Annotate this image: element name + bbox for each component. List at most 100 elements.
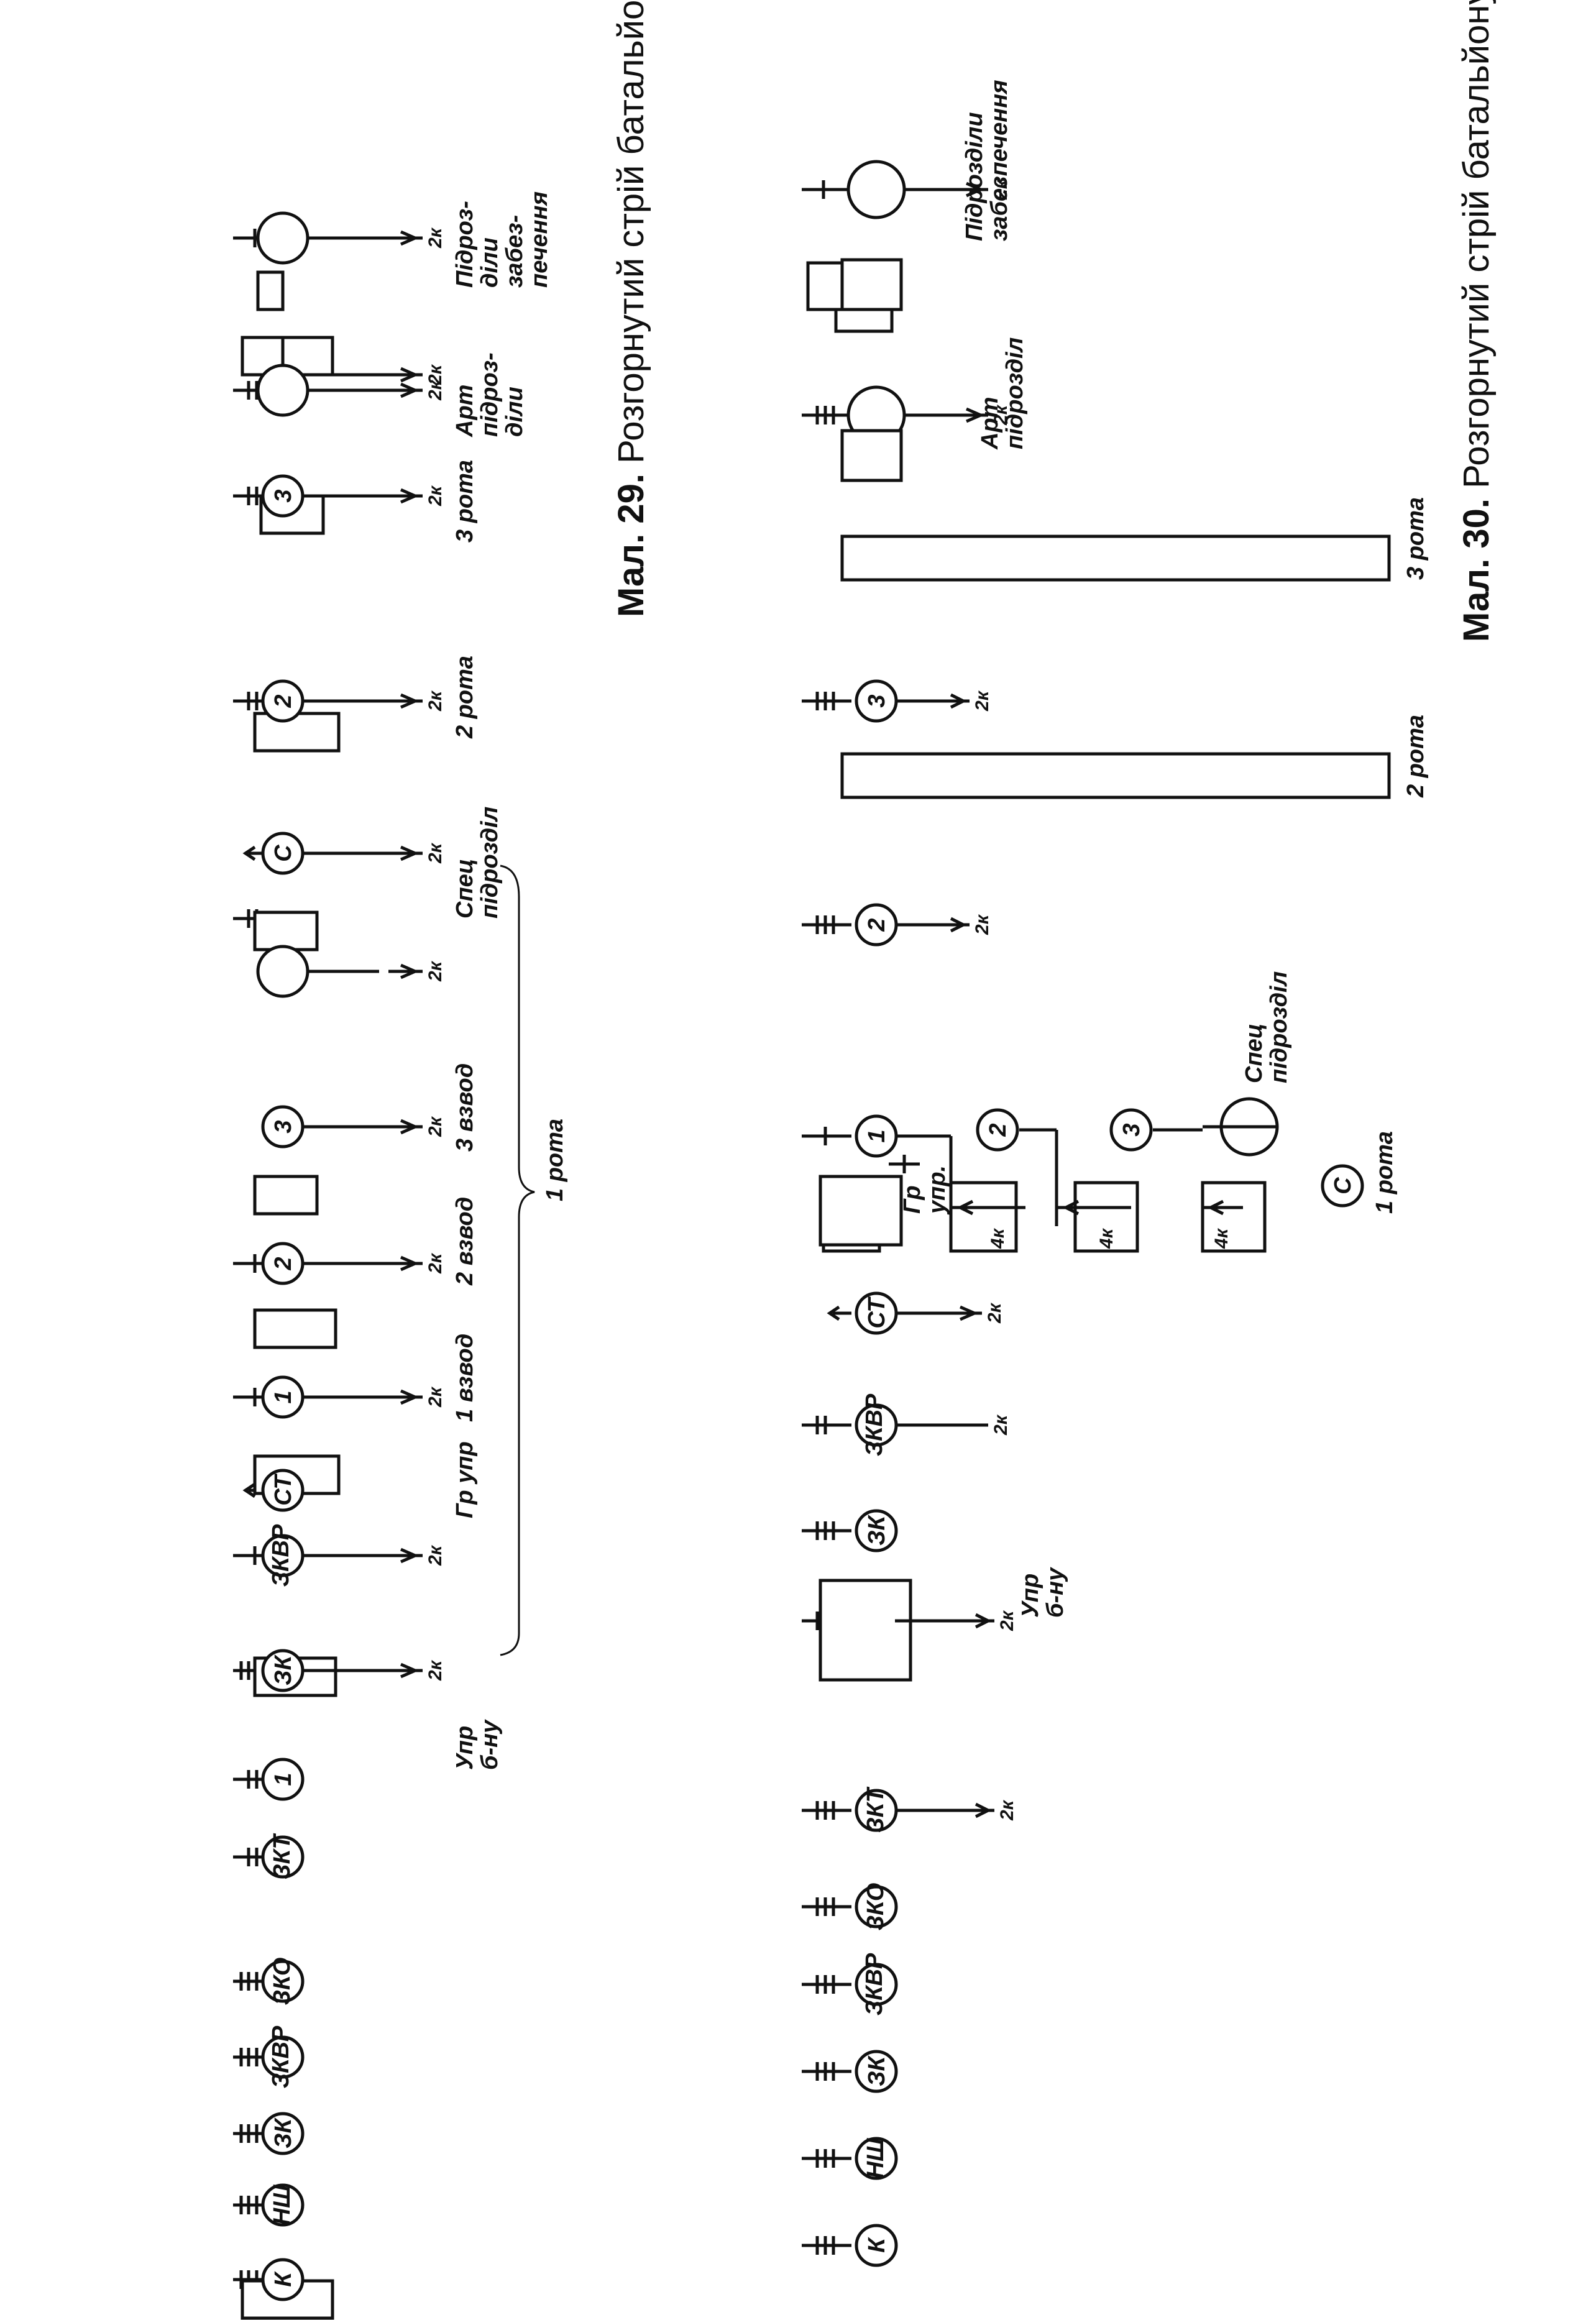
label-30-rota1: 1 рота: [1372, 1131, 1398, 1214]
svg-text:2: 2: [864, 918, 890, 932]
circle-30-zkvr2: ЗКВР: [855, 1953, 898, 2015]
svg-text:ЗК: ЗК: [270, 2117, 296, 2148]
label-30-rota3: 3 рота: [1403, 497, 1429, 580]
circle-29-v1: 1: [261, 1375, 305, 1419]
svg-text:2к: 2к: [997, 1799, 1017, 1821]
label-30-gr: Гр упр.: [899, 1165, 950, 1215]
circle-30-1: 1: [855, 1114, 898, 1158]
label-29-rota1: 1 рота: [542, 1119, 568, 1201]
svg-text:ЗКВР: ЗКВР: [861, 1393, 887, 1456]
hooks-30: [895, 188, 1277, 1812]
label-30-pidrozdily: Підрозділи забезпечення: [961, 80, 1012, 241]
circle-29-k: К: [261, 2258, 305, 2301]
label-30-spec: Спец підрозділ: [1241, 971, 1292, 1083]
svg-text:3: 3: [864, 694, 890, 707]
svg-text:ЗКТ: ЗКТ: [863, 1786, 889, 1832]
circle-29-zk2: ЗК: [261, 2112, 305, 2155]
circle-29-nsh: НШ: [261, 2183, 305, 2227]
label-29-rota3: 3 рота: [452, 460, 478, 543]
svg-text:С: С: [270, 845, 296, 862]
svg-text:4к: 4к: [1211, 1227, 1232, 1249]
circle-30-zkvr: ЗКВР: [855, 1393, 898, 1456]
circle-29-3rota: 3: [261, 474, 305, 518]
unit-labels-30: Підрозділи забезпечення Арт підрозділ 3 …: [899, 80, 1429, 1618]
circle-29-v2: 2: [261, 1242, 305, 1285]
circle-29-zkt: ЗКТ: [261, 1833, 305, 1879]
circles-29: 3 2 С 3 2 1 СТ ЗКВР ЗК 1 ЗКТ ЗКО ЗКВР ЗК…: [256, 211, 310, 2301]
svg-text:2к: 2к: [425, 379, 446, 401]
label-30-rota2: 2 рота: [1403, 715, 1429, 798]
label-30-upr: Упр б-ну: [1017, 1567, 1068, 1618]
circle-29-zkvr2: ЗКВР: [261, 2025, 305, 2088]
label-29-grupr: Гр упр: [452, 1441, 478, 1518]
label-29-vzvod3: 3 взвод: [452, 1063, 478, 1152]
circle-30-zkt: ЗКТ: [855, 1786, 898, 1833]
circle-29-s: С: [261, 832, 305, 875]
svg-text:1: 1: [864, 1129, 890, 1142]
rotated-page: 3 2 С 3 2 1 СТ ЗКВР ЗК 1 ЗКТ ЗКО ЗКВР ЗК…: [233, 0, 1497, 2320]
circle-30-st: СТ: [855, 1291, 898, 1335]
label-29-spec: Спец підрозділ: [452, 807, 503, 919]
svg-text:2к: 2к: [425, 1659, 446, 1681]
brace-29: 1 рота: [500, 864, 568, 1656]
circle-29-zko: ЗКО: [261, 1958, 305, 2006]
svg-text:ЗКВР: ЗКВР: [268, 1524, 294, 1587]
hooks-29: [301, 236, 388, 1672]
svg-text:2к: 2к: [991, 404, 1011, 426]
circle-30-k: К: [855, 2224, 898, 2267]
svg-text:ЗКВР: ЗКВР: [268, 2025, 294, 2088]
svg-text:С: С: [1330, 1177, 1356, 1194]
unit-labels-29: Підроз- діли забез- печення Арт підроз- …: [452, 191, 553, 1770]
svg-text:2к: 2к: [984, 1302, 1005, 1324]
label-29-pidrozdily: Підроз- діли забез- печення: [452, 191, 553, 288]
caption-30: Мал. 30. Розгорнутий стрій батальйону – …: [1456, 0, 1497, 642]
svg-text:2к: 2к: [425, 485, 446, 507]
circle-29-v3: 3: [261, 1105, 305, 1149]
circle-29-zkvr: ЗКВР: [261, 1524, 305, 1587]
svg-text:ЗКО: ЗКО: [863, 1883, 889, 1931]
svg-text:СТ: СТ: [270, 1474, 296, 1506]
circle-30-v2: 2: [976, 1108, 1019, 1152]
unit-blocks-29: [241, 270, 341, 2320]
svg-text:2к: 2к: [425, 227, 446, 249]
svg-text:2к: 2к: [425, 1116, 446, 1137]
label-29-vzvod1: 1 взвод: [452, 1334, 478, 1422]
circle-30-zk2: ЗК: [855, 2050, 898, 2093]
circle-30-2rota: 2: [855, 903, 898, 947]
svg-text:2к: 2к: [425, 1386, 446, 1408]
figure-29: 3 2 С 3 2 1 СТ ЗКВР ЗК 1 ЗКТ ЗКО ЗКВР ЗК…: [233, 0, 651, 2320]
dim-labels-29: 2к 2к 2к 2к 2к 2к 2к 2к 2к 2к 2к 2к: [425, 227, 446, 1681]
unit-blocks-30: [806, 258, 1391, 1682]
svg-text:2к: 2к: [425, 960, 446, 982]
svg-text:ЗК: ЗК: [864, 1514, 890, 1545]
svg-text:ЗКО: ЗКО: [269, 1958, 295, 2006]
dimensions-29: [388, 230, 423, 1679]
label-29-art: Арт підроз- діли: [452, 346, 528, 438]
svg-text:2: 2: [270, 1257, 296, 1270]
svg-text:2к: 2к: [997, 1610, 1017, 1631]
dim-labels-30: 2к 2к 2к 2к 2к 2к 2к 2к 4к 4к 4к: [972, 178, 1232, 1821]
svg-text:3: 3: [270, 489, 296, 502]
circle-30-nsh: НШ: [855, 2137, 898, 2180]
svg-text:2: 2: [985, 1123, 1011, 1137]
label-30-art: Арт підрозділ: [977, 337, 1028, 450]
svg-text:НШ: НШ: [269, 2185, 295, 2225]
circle-30-3rota: 3: [855, 679, 898, 723]
svg-text:2к: 2к: [425, 364, 446, 385]
dimensions-30: [945, 181, 1243, 1818]
svg-text:К: К: [270, 2271, 296, 2287]
svg-text:3: 3: [270, 1120, 296, 1133]
figure-30: 3 2 1 2 3 С СТ ЗКВР ЗК 1 ЗКТ ЗКО ЗКВР ЗК…: [802, 0, 1497, 2267]
svg-text:СТ: СТ: [864, 1296, 890, 1329]
svg-text:ЗК: ЗК: [270, 1654, 296, 1685]
label-29-rota2: 2 рота: [452, 656, 478, 739]
svg-text:ЗКТ: ЗКТ: [269, 1833, 295, 1879]
circle-30-s: С: [1321, 1164, 1364, 1208]
svg-text:2к: 2к: [425, 1252, 446, 1274]
svg-text:2к: 2к: [991, 1414, 1011, 1436]
circle-29-2rota: 2: [261, 679, 305, 723]
svg-text:4к: 4к: [1096, 1227, 1117, 1249]
svg-text:2к: 2к: [425, 1544, 446, 1566]
label-29-upr: Упр б-ну: [452, 1719, 503, 1770]
